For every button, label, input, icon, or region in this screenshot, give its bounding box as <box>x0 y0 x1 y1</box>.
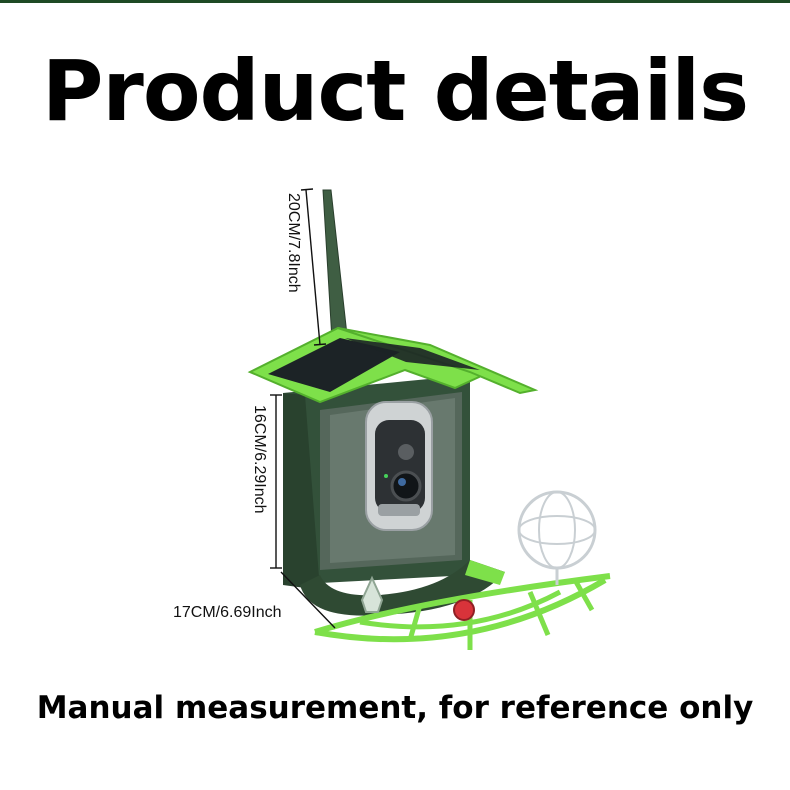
antenna-dimension-label: 20CM/7.8Inch <box>285 193 302 293</box>
nectar-feeder-left <box>360 575 384 613</box>
feeder-body-side <box>283 393 320 590</box>
camera-led <box>384 474 388 478</box>
measure-antenna-line <box>300 188 327 346</box>
camera-lens-glint <box>398 478 406 486</box>
antenna <box>322 189 348 341</box>
perch-ring-inner <box>359 589 562 630</box>
fruit-cage-ball <box>517 490 597 570</box>
body-height-dimension-label: 16CM/6.29Inch <box>251 405 268 514</box>
solar-panel-right <box>345 338 480 370</box>
tray-lip <box>465 560 505 585</box>
perch-ring <box>314 573 611 635</box>
width-dimension-label: 17CM/6.69Inch <box>173 604 282 621</box>
reference-note: Manual measurement, for reference only <box>36 690 754 726</box>
perch-ring-outer <box>314 577 607 643</box>
camera-base <box>378 504 420 516</box>
measure-body-line <box>270 394 282 569</box>
nectar-feeder-red <box>453 599 475 621</box>
camera-sensor <box>398 444 414 460</box>
solar-panel <box>268 338 400 392</box>
page-title: Product details <box>41 42 749 140</box>
measure-width-line <box>280 571 336 629</box>
top-border-bar <box>0 0 790 3</box>
camera-lens <box>390 470 422 502</box>
